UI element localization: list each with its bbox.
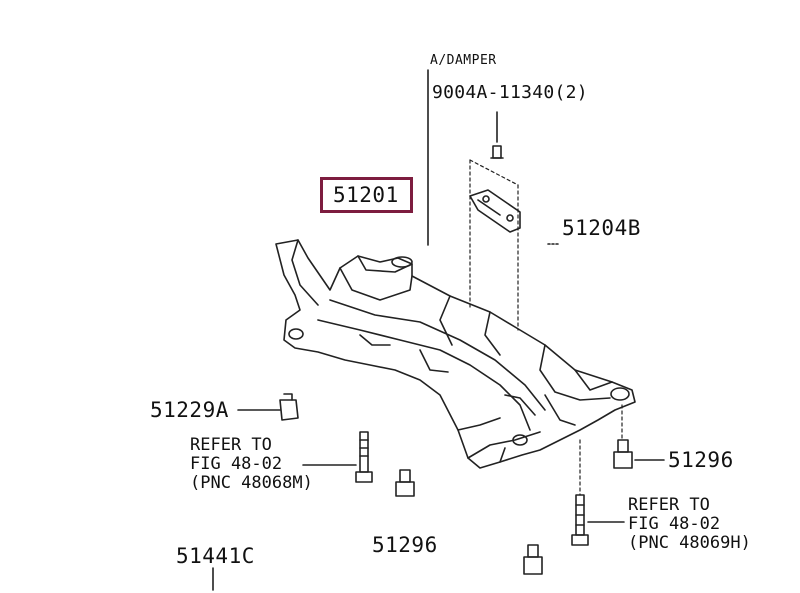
bracket-icon xyxy=(469,189,521,233)
nut-bottom-icon xyxy=(523,544,543,575)
part-label-51201[interactable]: 51201 xyxy=(333,183,399,207)
nut-middle-icon xyxy=(395,469,415,497)
highlight-box-51201[interactable] xyxy=(320,177,413,213)
part-label-51296-bottom[interactable]: 51296 xyxy=(372,533,438,557)
refer-left-line1: REFER TO xyxy=(190,435,272,455)
refer-left-line2: FIG 48-02 xyxy=(190,454,283,474)
refer-right-line3: (PNC 48069H) xyxy=(628,533,751,553)
nut-right-icon xyxy=(613,439,633,469)
long-bolt-left-icon xyxy=(355,431,373,483)
long-bolt-right-icon xyxy=(571,494,589,546)
part-label-51296-right[interactable]: 51296 xyxy=(668,448,734,472)
suspension-member-icon xyxy=(275,239,636,469)
bolt-51229a-icon xyxy=(279,393,299,421)
part-label-51441c[interactable]: 51441C xyxy=(176,544,255,568)
bolt-top-label[interactable]: 9004A-11340(2) xyxy=(432,82,588,103)
refer-left-line3: (PNC 48068M) xyxy=(190,473,313,493)
assembly-dashed-lines xyxy=(469,159,623,496)
note-top-label: A/DAMPER xyxy=(430,53,497,68)
refer-right-line1: REFER TO xyxy=(628,495,710,515)
refer-right-line2: FIG 48-02 xyxy=(628,514,721,534)
part-label-51204b[interactable]: 51204B xyxy=(562,216,641,240)
part-label-51229a[interactable]: 51229A xyxy=(150,398,229,422)
top-bolt-icon xyxy=(490,145,504,159)
